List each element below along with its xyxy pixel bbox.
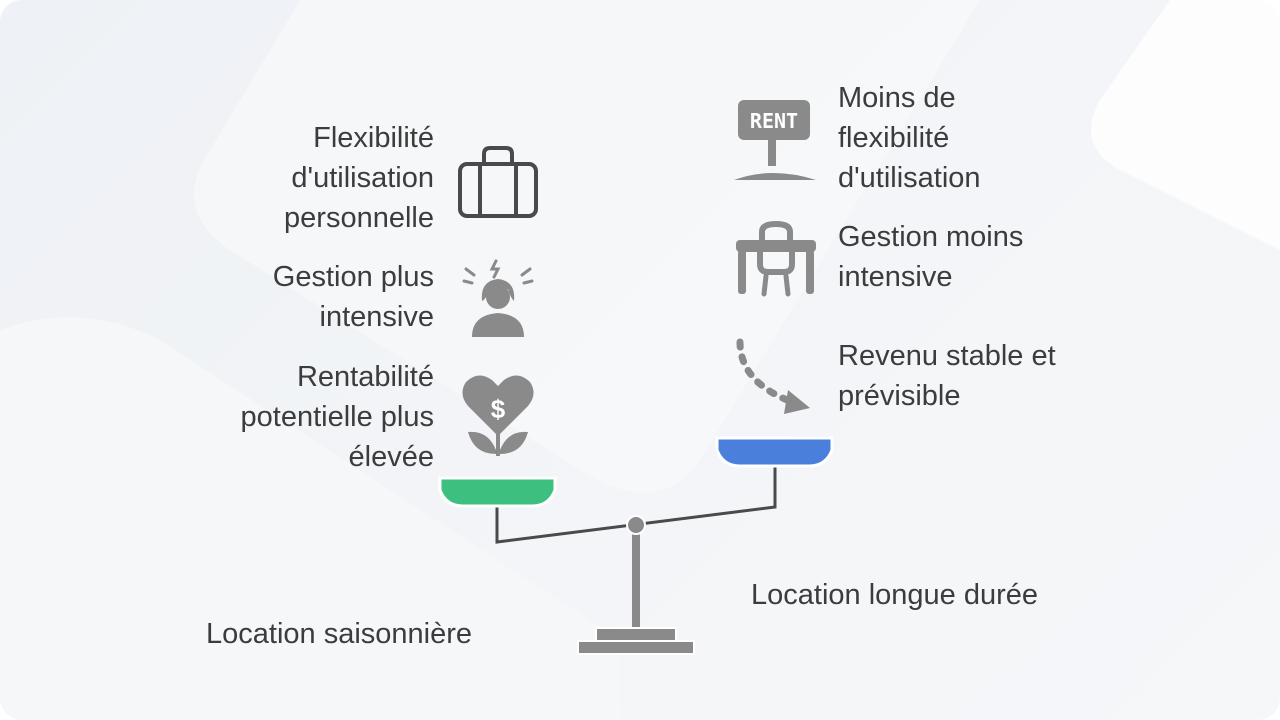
desk-icon (736, 220, 816, 297)
left-group-title: Location saisonnière (206, 618, 473, 650)
svg-text:$: $ (491, 394, 506, 424)
left-item-label-management: Gestion plus intensive (272, 261, 434, 333)
curved-arrow-icon (736, 338, 810, 414)
scale-post (632, 530, 640, 628)
right-item-label-flexibility: Moins de flexibilité d'utilisation (838, 82, 981, 194)
rent-sign-icon: RENT (734, 100, 816, 180)
scale-base-lower (577, 640, 695, 655)
scale-pivot (626, 515, 646, 535)
rent-sign-text: RENT (750, 109, 798, 133)
suitcase-icon (458, 146, 538, 218)
left-pan (438, 476, 557, 508)
right-group-title: Location longue durée (751, 579, 1039, 611)
right-item-label-management: Gestion moins intensive (838, 221, 1024, 293)
left-item-label-profitability: Rentabilité potentielle plus élevée (240, 361, 434, 473)
right-item-label-income: Revenu stable et prévisible (838, 340, 1056, 412)
stressed-person-icon (462, 259, 534, 337)
money-plant-heart-icon: $ (462, 375, 534, 456)
right-pan (715, 436, 834, 468)
scale-base-upper (595, 627, 677, 642)
left-item-label-flexibility: Flexibilité d'utilisation personnelle (284, 122, 434, 234)
